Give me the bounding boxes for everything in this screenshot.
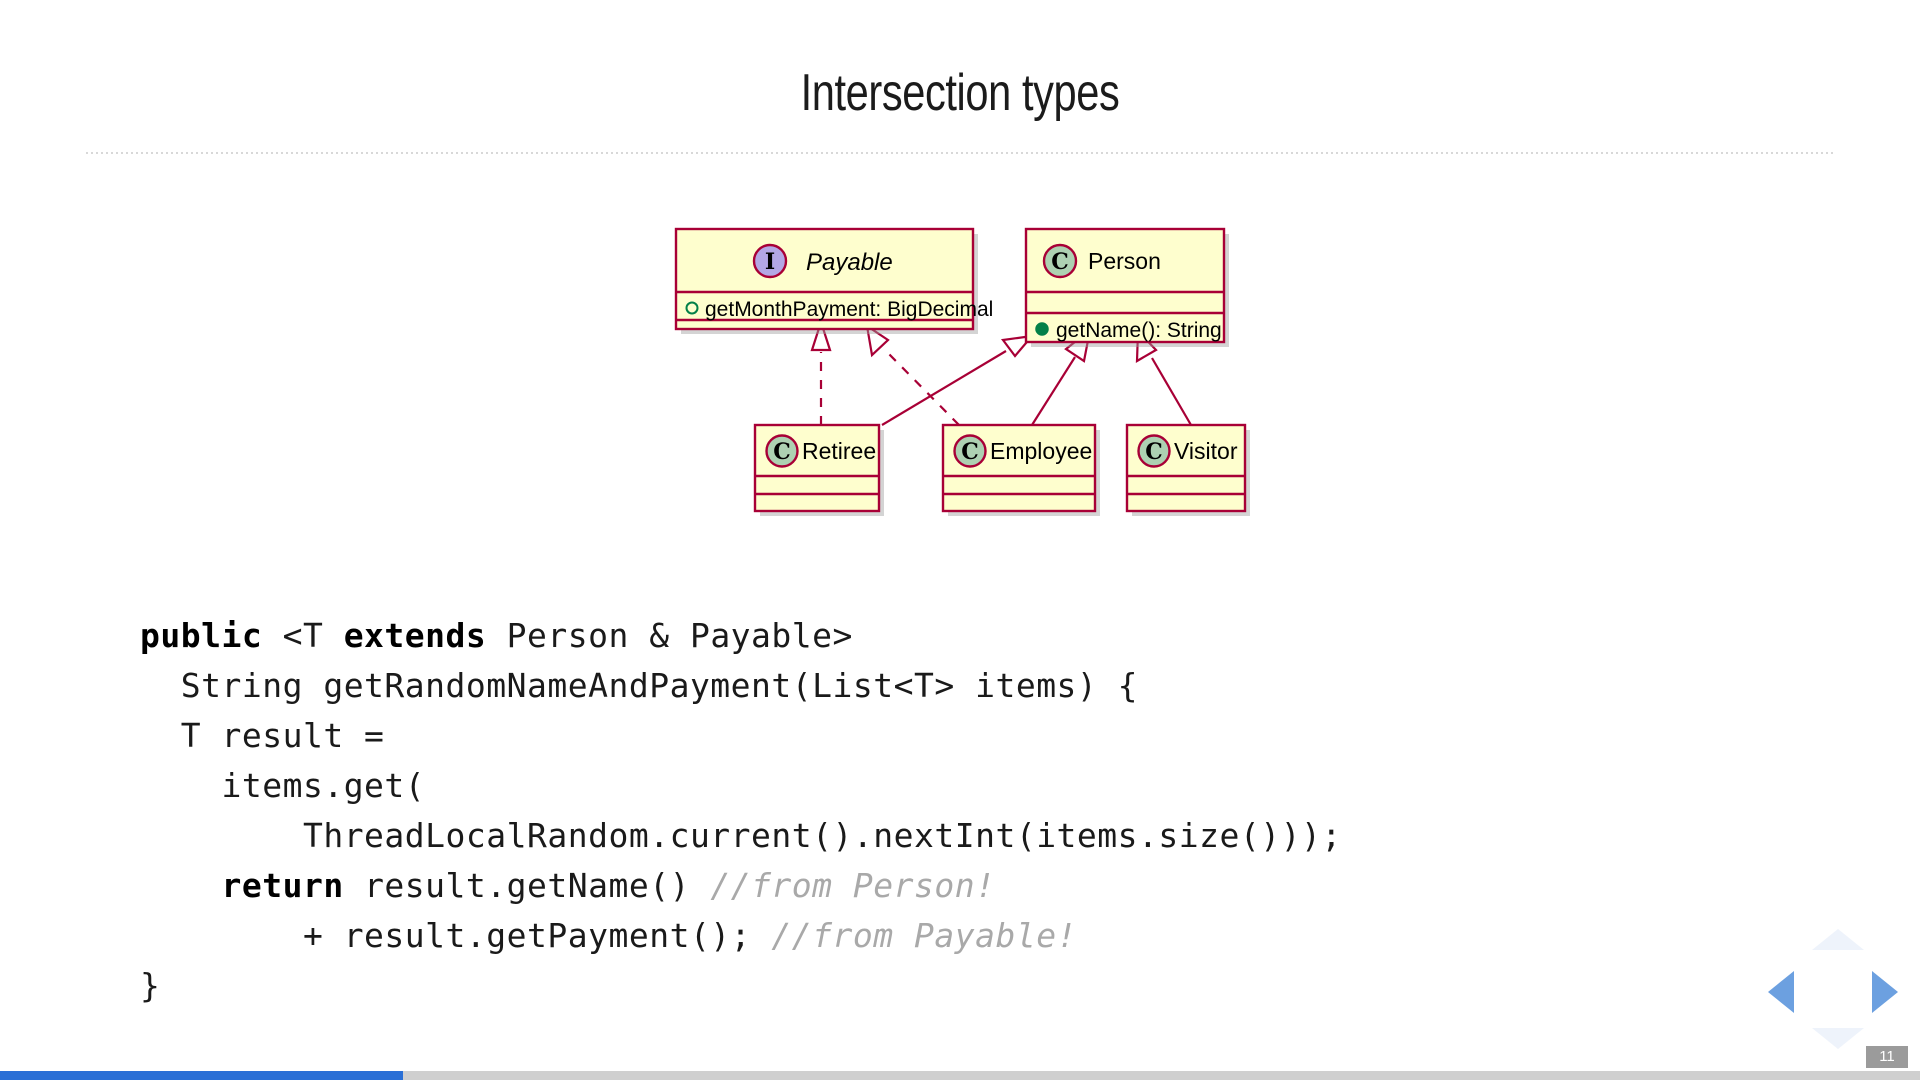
code-line: ThreadLocalRandom.current().nextInt(item…	[140, 811, 1342, 861]
uml-stereotype-interface: I	[765, 249, 775, 275]
code-line: items.get(	[140, 761, 1342, 811]
code-line: }	[140, 961, 1342, 1011]
uml-node-employee: C Employee	[941, 423, 1100, 516]
uml-stereotype-class-person: C	[1051, 249, 1069, 275]
edge-employee-implements-payable	[865, 323, 960, 426]
code-text: result.getName()	[364, 866, 711, 905]
code-text: + result.getPayment();	[302, 916, 772, 955]
code-line: T result =	[140, 711, 1342, 761]
uml-stereotype-class-retiree: C	[773, 439, 791, 465]
code-keyword: public	[140, 616, 283, 655]
code-keyword: return	[221, 866, 365, 905]
uml-node-title-retiree: Retiree	[802, 438, 876, 464]
code-text: String getRandomNameAndPayment(List<T> i…	[180, 666, 1139, 705]
uml-node-title-employee: Employee	[990, 438, 1092, 464]
uml-node-title-payable: Payable	[806, 249, 893, 276]
progress-bar-track[interactable]	[0, 1071, 1920, 1080]
code-text: ThreadLocalRandom.current().nextInt(item…	[302, 816, 1342, 855]
nav-up-arrow-icon[interactable]	[1812, 929, 1864, 950]
uml-node-title-visitor: Visitor	[1174, 438, 1238, 464]
uml-member-getname: getName(): String	[1056, 319, 1222, 342]
code-line: public <T extends Person & Payable>	[140, 611, 1342, 661]
code-text: <T	[282, 616, 344, 655]
uml-stereotype-class-visitor: C	[1145, 439, 1163, 465]
code-comment: //from Person!	[710, 866, 996, 905]
code-block: public <T extends Person & Payable> Stri…	[140, 611, 1342, 1011]
code-text: T result =	[180, 716, 385, 755]
code-line: + result.getPayment(); //from Payable!	[140, 911, 1342, 961]
code-text: Person & Payable>	[506, 616, 853, 655]
code-line: String getRandomNameAndPayment(List<T> i…	[140, 661, 1342, 711]
slide-navigation-controls	[1768, 924, 1898, 1054]
page-title: Intersection types	[800, 64, 1120, 122]
uml-class-diagram: I Payable getMonthPayment: BigDecimal C …	[660, 210, 1280, 530]
uml-node-visitor: C Visitor	[1125, 423, 1250, 516]
code-keyword: extends	[343, 616, 507, 655]
nav-down-arrow-icon[interactable]	[1812, 1028, 1864, 1049]
uml-node-person: C Person getName(): String	[1024, 227, 1229, 347]
code-text: items.get(	[221, 766, 426, 805]
uml-stereotype-class-employee: C	[961, 439, 979, 465]
nav-right-arrow-icon[interactable]	[1872, 971, 1898, 1013]
code-text: }	[140, 966, 161, 1005]
title-divider	[86, 152, 1836, 154]
edge-retiree-implements-payable	[810, 318, 832, 425]
progress-bar-fill	[0, 1071, 404, 1080]
code-comment: //from Payable!	[771, 916, 1077, 955]
edge-retiree-extends-person	[881, 334, 1035, 426]
code-line: return result.getName() //from Person!	[140, 861, 1342, 911]
uml-member-getmonthpayment: getMonthPayment: BigDecimal	[705, 298, 993, 321]
slide-number-badge[interactable]: 11	[1866, 1046, 1908, 1068]
nav-left-arrow-icon[interactable]	[1768, 971, 1794, 1013]
uml-node-retiree: C Retiree	[753, 423, 884, 516]
uml-node-payable: I Payable getMonthPayment: BigDecimal	[674, 227, 993, 334]
uml-node-title-person: Person	[1088, 248, 1161, 274]
